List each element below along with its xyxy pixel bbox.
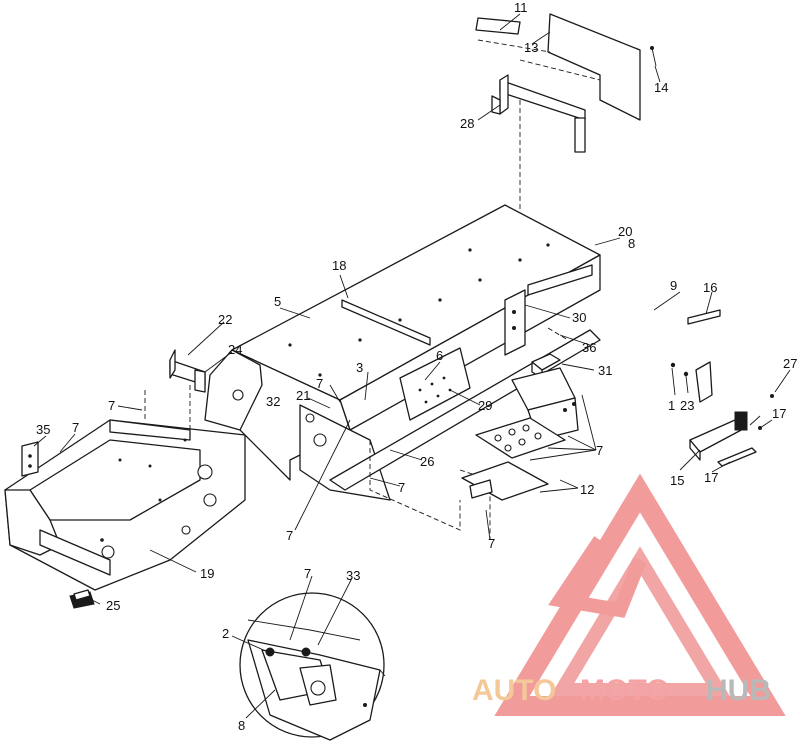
watermark-moto: MOTO xyxy=(580,674,669,707)
callout-13: 13 xyxy=(524,40,538,55)
callout-3: 3 xyxy=(356,360,363,375)
rear-hitch xyxy=(689,411,773,467)
callout-10: 9 xyxy=(670,278,677,293)
callout-7-e: 7 xyxy=(488,536,495,551)
callout-29: 28 xyxy=(460,116,474,131)
callout-7-b: 7 xyxy=(398,480,405,495)
watermark-text: AUTO MOTO HUB xyxy=(472,674,771,707)
callout-12: 12 xyxy=(580,482,594,497)
callout-5: 5 xyxy=(274,294,281,309)
callout-30: 29 xyxy=(478,398,492,413)
callout-25: 24 xyxy=(228,342,242,357)
callout-15: 15 xyxy=(670,473,684,488)
mid-brackets xyxy=(461,353,597,501)
callout-7-g: 7 xyxy=(72,420,79,435)
callout-2: 2 xyxy=(222,626,229,641)
callout-7-a: 7 xyxy=(316,376,323,391)
callout-24: 23 xyxy=(680,398,694,413)
callout-9: 8 xyxy=(238,718,245,733)
top-panel-assembly xyxy=(475,13,657,210)
detail-inset xyxy=(239,592,386,741)
watermark-auto: AUTO xyxy=(472,674,556,707)
callout-8: 8 xyxy=(628,236,635,251)
callout-18: 17 xyxy=(772,406,786,421)
watermark-hub: HUB xyxy=(706,674,771,707)
callout-labels: 11 13 14 28 20 8 18 5 30 36 31 9 16 27 1… xyxy=(36,0,797,733)
callout-26: 25 xyxy=(106,598,120,613)
callout-7-d: 7 xyxy=(596,443,603,458)
callout-32: 31 xyxy=(598,363,612,378)
callout-22: 21 xyxy=(296,388,310,403)
callout-19: 18 xyxy=(332,258,346,273)
leader-lines xyxy=(33,13,791,719)
callout-20: 19 xyxy=(200,566,214,581)
callout-28: 27 xyxy=(783,356,797,371)
callout-14: 14 xyxy=(654,80,668,95)
callout-34: 33 xyxy=(346,568,360,583)
callout-16: 16 xyxy=(703,280,717,295)
watermark-logo-icon xyxy=(494,473,786,716)
callout-6: 6 xyxy=(436,348,443,363)
callout-7-c: 7 xyxy=(286,528,293,543)
callout-7-f: 7 xyxy=(108,398,115,413)
callout-7-h: 7 xyxy=(304,566,311,581)
callout-17: 17 xyxy=(704,470,718,485)
callout-27: 26 xyxy=(420,454,434,469)
callout-23: 22 xyxy=(218,312,232,327)
callout-36: 36 xyxy=(582,340,596,355)
callout-11: 11 xyxy=(514,0,528,15)
callout-21: 20 xyxy=(618,224,632,239)
front-pan-assembly xyxy=(4,349,246,609)
callout-1: 1 xyxy=(668,398,675,413)
rear-tube-bar xyxy=(605,292,774,405)
callout-35: 35 xyxy=(36,422,50,437)
callout-33: 32 xyxy=(266,394,280,409)
callout-31: 30 xyxy=(572,310,586,325)
